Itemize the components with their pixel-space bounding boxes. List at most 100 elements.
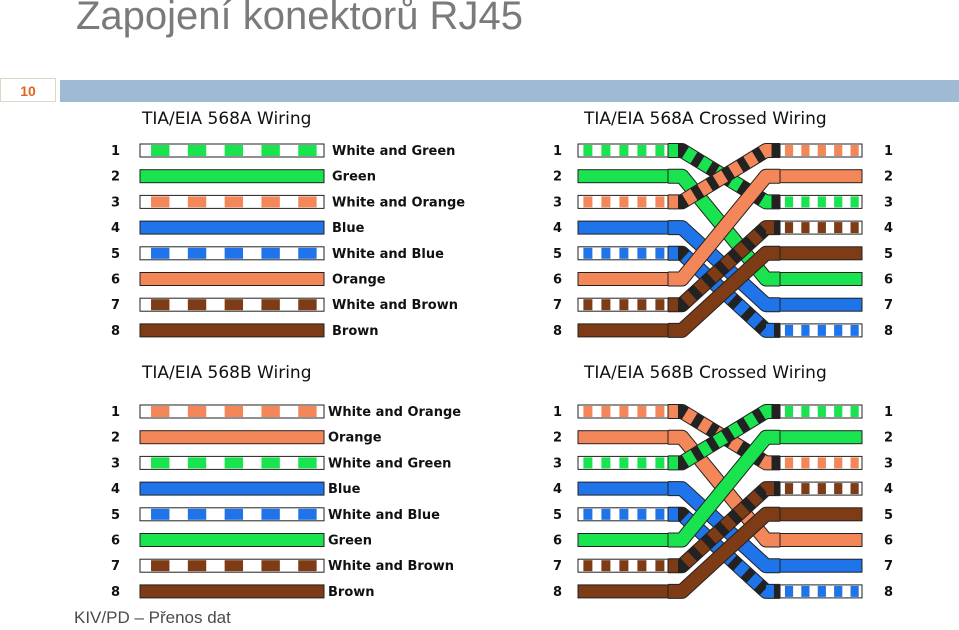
right-pin-label-7: 7 [884, 298, 893, 313]
cross-wire-7 [668, 221, 780, 312]
wire-5 [139, 246, 325, 261]
diagram-title-568b: TIA/EIA 568B Wiring [141, 363, 312, 383]
wire-7 [139, 558, 325, 573]
left-wire-1 [577, 404, 669, 419]
cross-wire-5 [668, 246, 780, 337]
cross-wire-5 [668, 507, 780, 598]
left-pin-label-4: 4 [553, 482, 562, 497]
left-wire-1 [577, 143, 669, 158]
right-pin-label-1: 1 [884, 144, 893, 159]
left-pin-label-3: 3 [553, 456, 562, 471]
right-wire-5 [779, 507, 863, 522]
right-pin-label-2: 2 [884, 170, 893, 185]
wire-5 [139, 507, 325, 522]
right-pin-label-4: 4 [884, 482, 893, 497]
left-pin-label-8: 8 [553, 585, 562, 600]
left-wire-8 [577, 323, 669, 338]
cross-wire-8 [668, 507, 780, 598]
right-pin-label-7: 7 [884, 559, 893, 574]
pin-label-5: 5 [111, 508, 120, 523]
left-pin-label-2: 2 [553, 170, 562, 185]
wire-2 [139, 169, 325, 184]
right-pin-label-5: 5 [884, 247, 893, 262]
wire-1 [139, 143, 325, 158]
diagram-title-568b-crossed: TIA/EIA 568B Crossed Wiring [583, 363, 827, 383]
wire-label-3: White and Orange [332, 195, 465, 210]
left-pin-label-7: 7 [553, 559, 562, 574]
cross-wire-8 [668, 246, 780, 337]
right-pin-label-5: 5 [884, 508, 893, 523]
wire-1 [139, 404, 325, 419]
right-wire-1 [779, 143, 863, 158]
pin-label-8: 8 [111, 585, 120, 600]
right-wire-2 [779, 169, 863, 184]
left-wire-2 [577, 169, 669, 184]
right-wire-7 [779, 558, 863, 573]
left-wire-7 [577, 297, 669, 312]
wire-label-4: Blue [328, 482, 361, 497]
left-wire-4 [577, 220, 669, 235]
wire-3 [139, 455, 325, 470]
left-wire-6 [577, 272, 669, 286]
left-pin-label-5: 5 [553, 508, 562, 523]
left-wire-5 [577, 246, 669, 261]
right-wire-2 [779, 430, 863, 445]
wire-label-8: Brown [328, 585, 375, 600]
right-pin-label-8: 8 [884, 585, 893, 600]
right-pin-label-4: 4 [884, 221, 893, 236]
wire-label-5: White and Blue [332, 247, 444, 262]
pin-label-4: 4 [111, 221, 120, 236]
left-wire-2 [577, 430, 669, 445]
wire-2 [139, 430, 325, 445]
pin-label-6: 6 [111, 534, 120, 549]
right-wire-8 [779, 323, 863, 338]
left-wire-4 [577, 481, 669, 496]
right-wire-6 [779, 272, 863, 286]
left-wire-6 [577, 533, 669, 547]
diagram-title-568a-crossed: TIA/EIA 568A Crossed Wiring [583, 109, 827, 129]
slide-number: 10 [0, 78, 56, 102]
right-pin-label-1: 1 [884, 405, 893, 420]
wire-label-8: Brown [332, 324, 379, 339]
pin-label-4: 4 [111, 482, 120, 497]
left-pin-label-3: 3 [553, 195, 562, 210]
wire-label-3: White and Green [328, 456, 451, 471]
wire-6 [139, 533, 325, 547]
wire-8 [139, 323, 325, 338]
left-wire-3 [577, 455, 669, 470]
left-pin-label-2: 2 [553, 431, 562, 446]
right-pin-label-3: 3 [884, 456, 893, 471]
wire-label-4: Blue [332, 221, 365, 236]
pin-label-6: 6 [111, 273, 120, 288]
pin-label-8: 8 [111, 324, 120, 339]
wire-6 [139, 272, 325, 286]
pin-label-1: 1 [111, 405, 120, 420]
wire-label-2: Green [332, 170, 376, 185]
left-pin-label-5: 5 [553, 247, 562, 262]
pin-label-3: 3 [111, 456, 120, 471]
right-pin-label-6: 6 [884, 534, 893, 549]
right-pin-label-2: 2 [884, 431, 893, 446]
pin-label-7: 7 [111, 559, 120, 574]
right-wire-5 [779, 246, 863, 261]
left-pin-label-7: 7 [553, 298, 562, 313]
wire-label-5: White and Blue [328, 508, 440, 523]
footer-text: KIV/PD – Přenos dat [74, 608, 231, 627]
slide-title: Zapojení konektorů RJ45 [76, 0, 523, 38]
wire-label-7: White and Brown [332, 298, 458, 313]
pin-label-3: 3 [111, 195, 120, 210]
wire-7 [139, 297, 325, 312]
right-wire-6 [779, 533, 863, 547]
left-pin-label-6: 6 [553, 273, 562, 288]
left-wire-3 [577, 194, 669, 209]
right-pin-label-3: 3 [884, 195, 893, 210]
header-bar [60, 80, 959, 102]
wire-3 [139, 194, 325, 209]
right-wire-3 [779, 194, 863, 209]
pin-label-2: 2 [111, 431, 120, 446]
